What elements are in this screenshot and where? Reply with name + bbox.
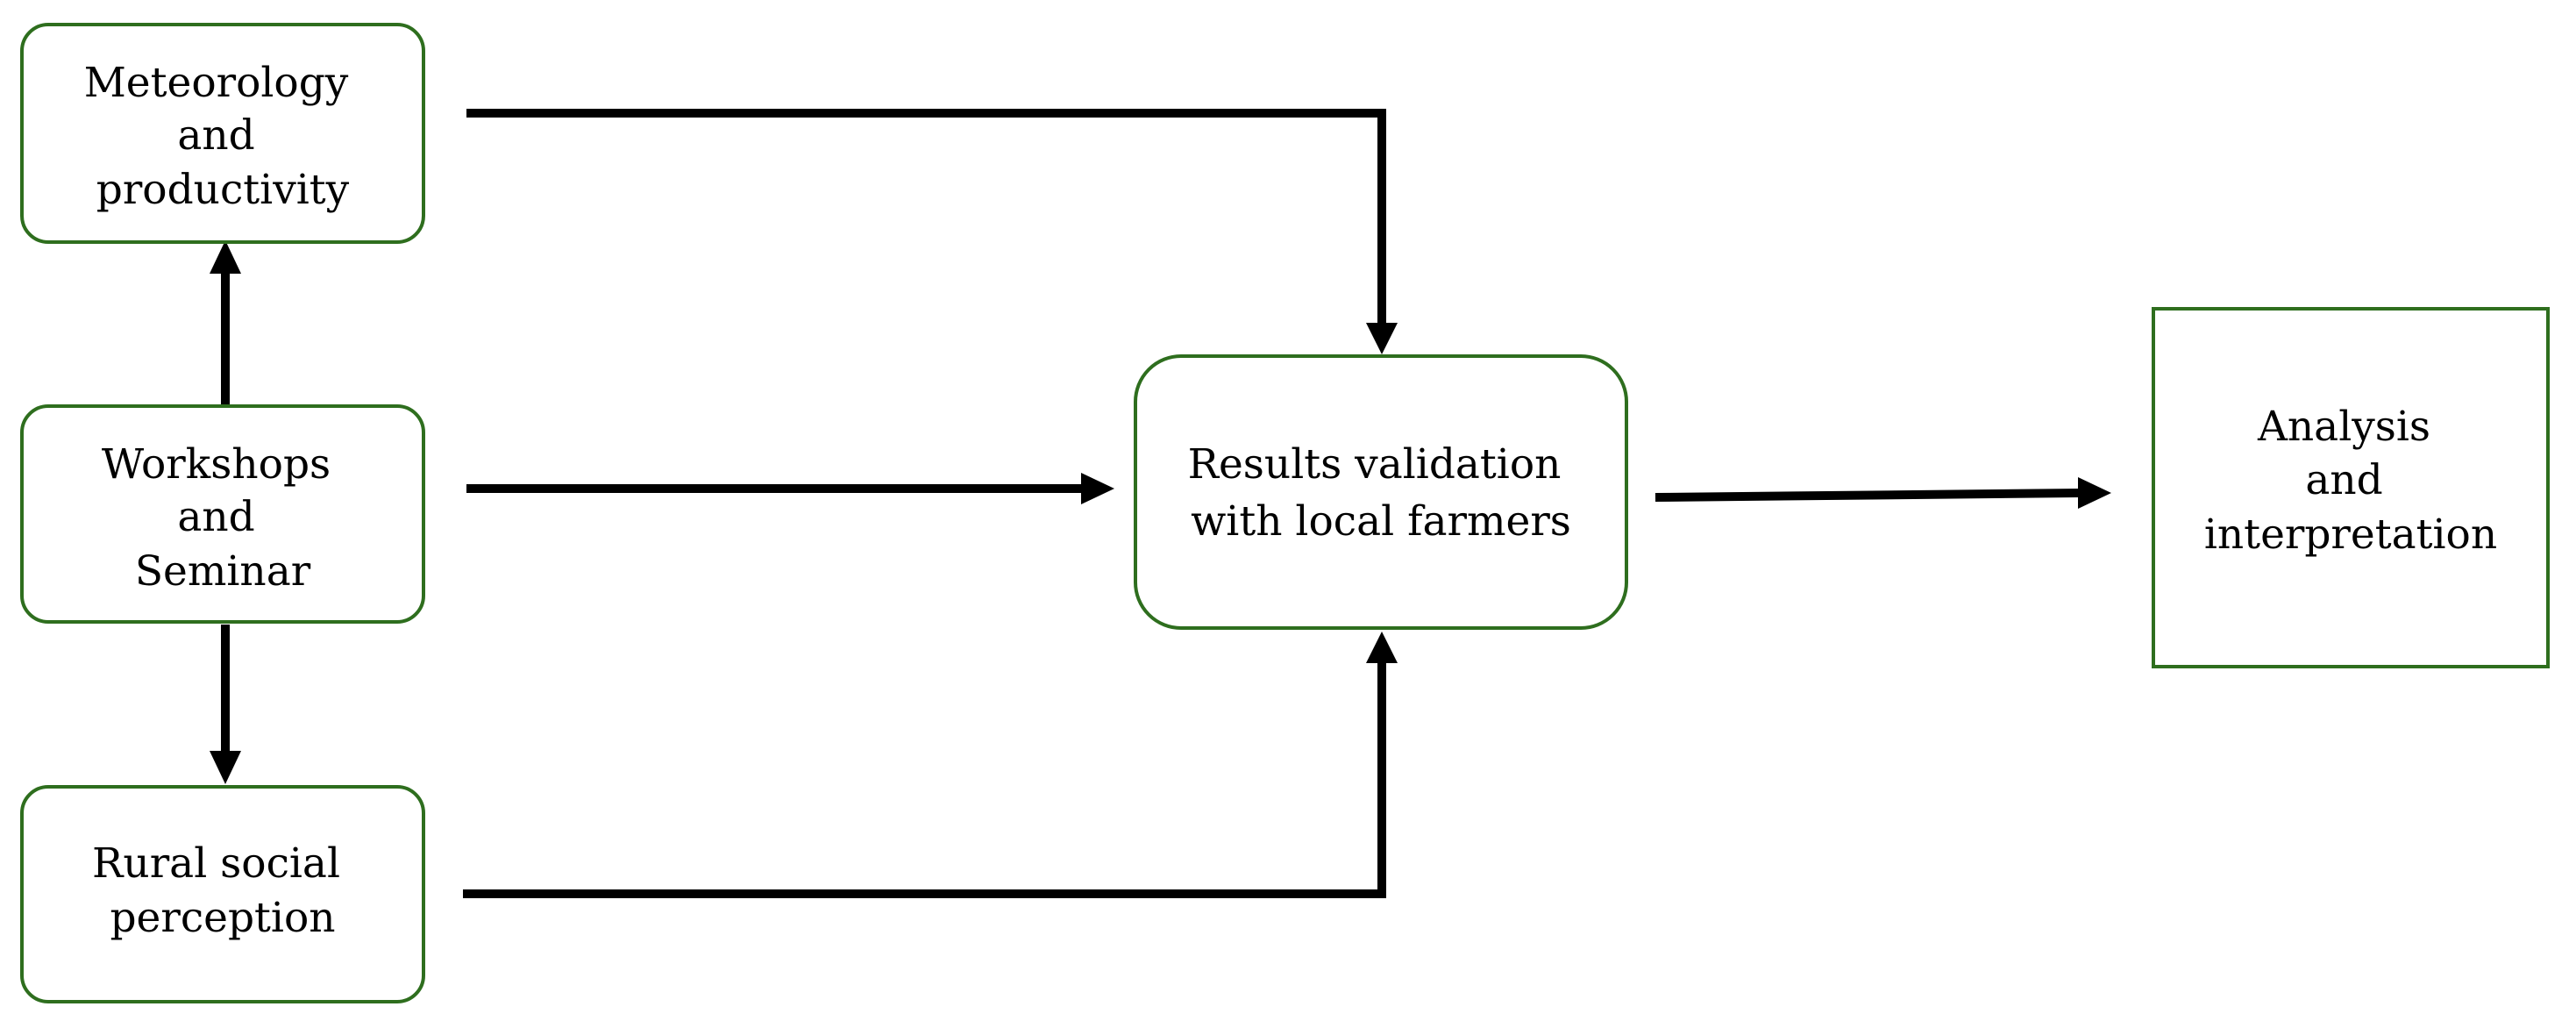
arrowhead-down-icon <box>210 751 241 784</box>
node-label-line: productivity <box>96 166 350 214</box>
node-rural: Rural social perception <box>20 785 425 1003</box>
node-label: Results validation with local farmers <box>1188 440 1575 546</box>
node-label: Analysis and interpretation <box>2204 403 2497 559</box>
node-box <box>2152 307 2550 668</box>
edges <box>210 109 2111 898</box>
arrowhead-up-icon <box>1366 632 1398 663</box>
node-label-line: perception <box>110 894 335 942</box>
node-box <box>1134 354 1628 630</box>
node-meteorology: Meteorology and productivity <box>20 23 425 244</box>
node-validation: Results validation with local farmers <box>1134 354 1628 630</box>
node-label-line: Results validation <box>1188 440 1562 489</box>
node-label-line: Analysis <box>2257 403 2430 451</box>
edge-meteorology-to-validation <box>466 109 1386 326</box>
arrowhead-down-icon <box>1366 323 1398 354</box>
edge-validation-to-analysis <box>1654 489 2081 502</box>
node-label-line: and <box>177 493 254 541</box>
node-workshops: Workshops and Seminar <box>20 404 425 624</box>
node-label: Meteorology and productivity <box>84 59 362 214</box>
node-box <box>20 23 425 244</box>
node-label-line: and <box>177 111 254 160</box>
node-analysis: Analysis and interpretation <box>2152 307 2550 668</box>
node-label: Workshops and Seminar <box>102 440 344 596</box>
node-label-line: Meteorology <box>84 59 349 107</box>
arrowhead-up-icon <box>210 240 241 274</box>
edge-rural-to-validation <box>463 660 1386 898</box>
node-box <box>20 785 425 1003</box>
node-box <box>20 404 425 624</box>
node-label-line: and <box>2305 456 2382 504</box>
node-label-line: Seminar <box>135 547 311 596</box>
node-label-line: Workshops <box>102 440 331 489</box>
node-label: Rural social perception <box>92 839 353 942</box>
arrowhead-right-icon <box>1081 473 1114 504</box>
node-label-line: Rural social <box>92 839 340 888</box>
arrowhead-right-icon <box>2078 477 2111 509</box>
node-label-line: interpretation <box>2204 510 2497 559</box>
node-label-line: with local farmers <box>1191 497 1571 546</box>
